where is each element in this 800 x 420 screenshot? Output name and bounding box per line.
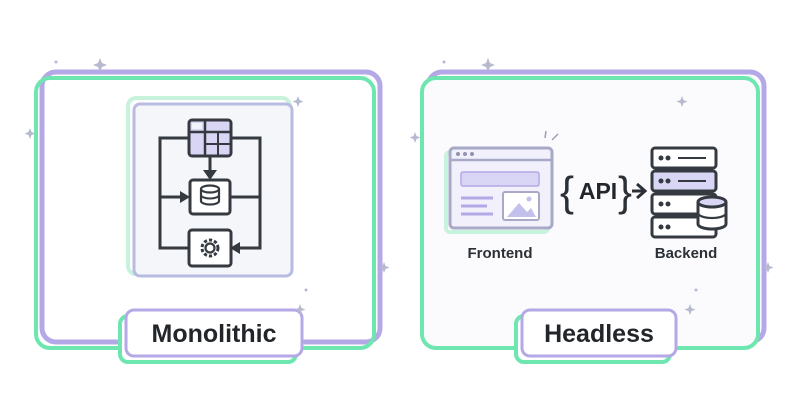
frontend-label: Frontend: [468, 245, 533, 262]
database-icon: [696, 195, 728, 231]
highlight-spark-icon: [544, 130, 559, 141]
database-icon: [188, 178, 232, 216]
gear-icon: [187, 228, 233, 268]
api-arrow-icon: [632, 182, 648, 200]
headless-title: Headless: [544, 320, 654, 348]
monolithic-panel: Monolithic: [34, 69, 383, 364]
monolithic-title: Monolithic: [152, 320, 277, 348]
table-icon: [187, 118, 233, 158]
arrow-head-right-bottom: [230, 242, 240, 254]
arrow-table-to-database: [203, 156, 217, 180]
sparkle-icon: [24, 58, 774, 315]
arrow-head-left-mid: [180, 191, 190, 203]
monolithic-label-box: [124, 308, 304, 358]
backend-label: Backend: [655, 245, 718, 262]
api-label: API: [579, 178, 617, 204]
api-brace-close: }: [618, 168, 632, 215]
api-brace-open: {: [560, 168, 574, 215]
headless-panel: Frontend { API } Backend: [420, 69, 767, 364]
headless-label-box: [520, 308, 678, 358]
browser-window-icon: [444, 146, 554, 234]
image-icon: [502, 191, 540, 221]
monolithic-connectors: [158, 136, 262, 250]
